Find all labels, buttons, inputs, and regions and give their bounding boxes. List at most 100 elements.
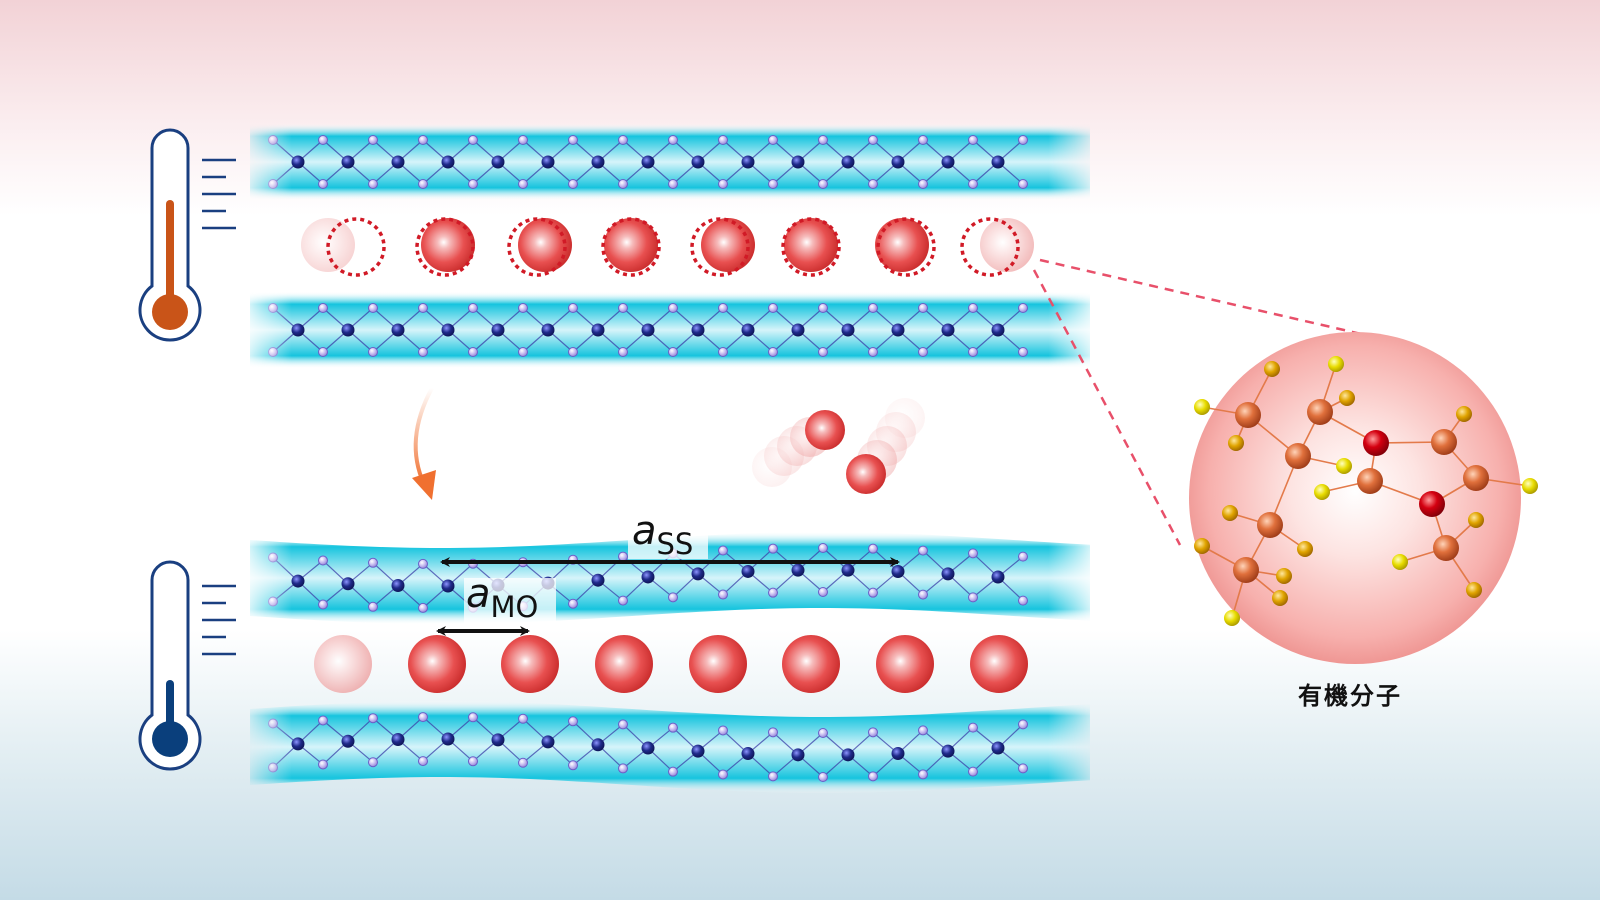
lattice-node-dark bbox=[741, 747, 755, 761]
lattice-node-light bbox=[818, 587, 828, 597]
lattice-node-light bbox=[1018, 763, 1028, 774]
lattice-node-light bbox=[768, 543, 778, 554]
a-mo-dimension: aMO bbox=[436, 571, 556, 636]
hydrogen-atom bbox=[1328, 356, 1344, 372]
carbon-atom bbox=[1235, 402, 1261, 428]
lattice-node-light bbox=[268, 596, 278, 607]
hydrogen-atom bbox=[1276, 568, 1292, 584]
lattice-node-light bbox=[518, 713, 528, 724]
hydrogen-atom bbox=[1466, 582, 1482, 598]
molecule-sphere bbox=[601, 217, 661, 277]
hydrogen-atom bbox=[1456, 406, 1472, 422]
hydrogen-atom bbox=[1297, 541, 1313, 557]
previous-position-outline bbox=[781, 217, 841, 277]
lattice-node-light bbox=[668, 722, 678, 733]
hydrogen-atom bbox=[1264, 361, 1280, 377]
lattice-node-light bbox=[318, 303, 328, 313]
lattice-node-light bbox=[418, 558, 428, 569]
lattice-node-light bbox=[768, 303, 778, 313]
lattice-node-light bbox=[368, 557, 378, 568]
previous-position-outline bbox=[690, 217, 750, 277]
lattice-node-light bbox=[768, 727, 778, 738]
lattice-node-light bbox=[718, 179, 728, 189]
lattice-node-light bbox=[968, 179, 978, 189]
lattice-node-light bbox=[818, 303, 828, 313]
lattice-node-dark bbox=[791, 748, 805, 762]
lattice-node-light bbox=[918, 545, 928, 556]
lattice-node-light bbox=[418, 712, 428, 723]
lattice-node-light bbox=[968, 303, 978, 313]
previous-position-outline bbox=[507, 217, 567, 277]
previous-position-outline bbox=[601, 217, 661, 277]
molecule-sphere bbox=[782, 635, 840, 693]
lattice-node-light bbox=[568, 347, 578, 357]
lattice-node-light bbox=[568, 303, 578, 313]
lattice-node-dark bbox=[441, 579, 455, 593]
lattice-node-light bbox=[668, 135, 678, 145]
a-ss-dimension: aSS bbox=[440, 508, 900, 567]
lattice-node-dark bbox=[491, 733, 505, 747]
lattice-node-dark bbox=[991, 741, 1005, 755]
lattice-node-light bbox=[318, 759, 328, 770]
lattice-node-light bbox=[718, 135, 728, 145]
lattice-node-dark bbox=[291, 323, 305, 337]
molecule-sphere bbox=[960, 217, 1034, 277]
lattice-node-light bbox=[718, 545, 728, 556]
molecule-sphere bbox=[301, 217, 386, 277]
lattice-node-dark bbox=[441, 323, 455, 337]
lattice-node-light bbox=[318, 135, 328, 145]
lattice-node-light bbox=[418, 756, 428, 767]
lattice-node-light bbox=[518, 757, 528, 768]
lattice-node-light bbox=[818, 135, 828, 145]
lattice-node-light bbox=[268, 718, 278, 729]
molecule-sphere bbox=[595, 635, 653, 693]
lattice-node-dark bbox=[691, 323, 705, 337]
thermometer-cold-icon bbox=[138, 560, 236, 771]
lattice-node-light bbox=[368, 135, 378, 145]
previous-position-outline bbox=[876, 217, 936, 277]
lattice-node-light bbox=[768, 179, 778, 189]
molecule-sphere bbox=[415, 217, 475, 277]
lattice-node-light bbox=[318, 347, 328, 357]
lattice-node-dark bbox=[441, 732, 455, 746]
molecule-sphere bbox=[507, 217, 572, 277]
lattice-node-dark bbox=[691, 567, 705, 581]
lattice-node-light bbox=[468, 756, 478, 767]
lattice-node-light bbox=[918, 347, 928, 357]
lattice-node-light bbox=[818, 728, 828, 738]
lattice-node-light bbox=[868, 347, 878, 357]
lattice-node-light bbox=[718, 769, 728, 780]
lattice-node-dark bbox=[341, 323, 355, 337]
lattice-node-light bbox=[968, 722, 978, 733]
lattice-node-dark bbox=[791, 323, 805, 337]
lattice-node-light bbox=[1018, 347, 1028, 357]
carbon-atom bbox=[1233, 557, 1259, 583]
lattice-node-light bbox=[968, 592, 978, 603]
intercalated-molecules-disordered bbox=[301, 217, 1034, 277]
lattice-node-dark bbox=[341, 155, 355, 169]
lattice-node-dark bbox=[491, 155, 505, 169]
lattice-node-light bbox=[318, 555, 328, 566]
lattice-node-light bbox=[568, 179, 578, 189]
inorganic-layers bbox=[250, 124, 1090, 793]
previous-position-outline bbox=[326, 217, 386, 277]
molecule-sphere bbox=[875, 217, 936, 277]
escaping-molecules bbox=[752, 398, 925, 494]
lattice-node-light bbox=[968, 548, 978, 559]
molecule-sphere bbox=[314, 635, 372, 693]
lattice-node-dark bbox=[291, 155, 305, 169]
lattice-node-dark bbox=[641, 570, 655, 584]
lattice-node-dark bbox=[541, 155, 555, 169]
hydrogen-atom bbox=[1314, 484, 1330, 500]
lattice-node-light bbox=[918, 725, 928, 736]
previous-position-outline bbox=[415, 217, 475, 277]
lattice-node-light bbox=[668, 303, 678, 313]
lattice-node-light bbox=[868, 771, 878, 782]
lattice-node-light bbox=[268, 762, 278, 773]
lattice-node-light bbox=[1018, 303, 1028, 313]
molecule-sphere bbox=[690, 217, 755, 277]
lattice-node-dark bbox=[641, 155, 655, 169]
hydrogen-atom bbox=[1194, 538, 1210, 554]
lattice-node-light bbox=[718, 347, 728, 357]
